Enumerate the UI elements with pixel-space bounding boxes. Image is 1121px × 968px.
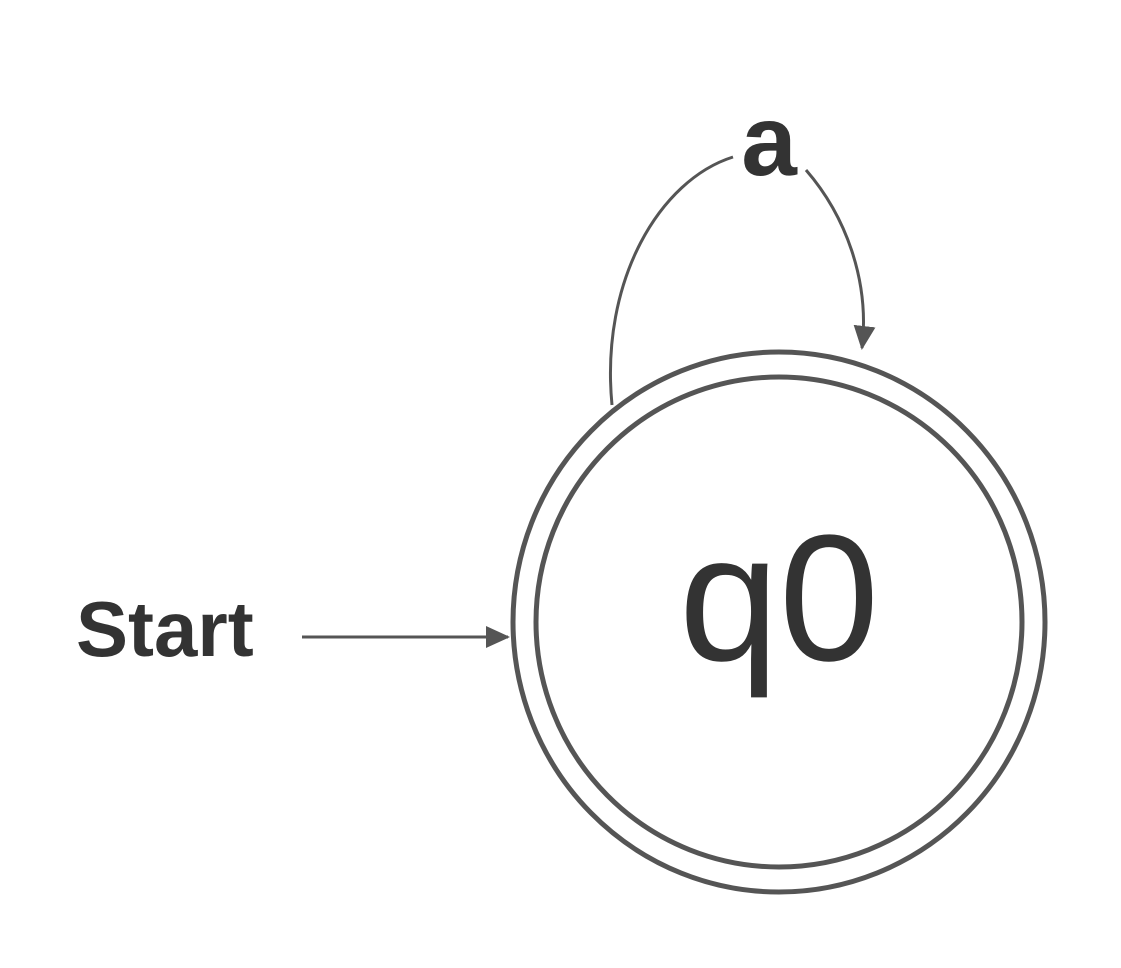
state-q0-outer-circle — [510, 349, 1048, 895]
start-label: Start — [76, 585, 254, 673]
transition-q0-q0: a — [609, 85, 876, 406]
transition-label-a: a — [741, 85, 798, 197]
self-loop-arrow — [609, 155, 734, 406]
self-loop-arrow-tail — [804, 169, 876, 350]
state-q0-label: q0 — [679, 498, 879, 699]
state-q0: q0 — [510, 349, 1048, 895]
state-q0-inner-circle — [533, 374, 1025, 870]
